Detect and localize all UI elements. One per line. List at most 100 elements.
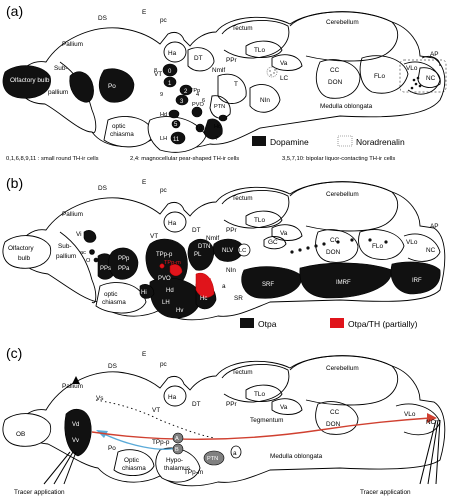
panel-b-label-don: DON (326, 249, 341, 256)
panel-a-label-pvo: PVO (192, 102, 204, 108)
panel-b-label-o: O (86, 258, 91, 264)
panel-c-label-dt: DT (192, 401, 201, 408)
panel-b-tectum-outline (221, 190, 290, 229)
panel-b-olfactory-bulb (2, 235, 52, 269)
panel-b-label-dtn: DTN (198, 244, 210, 250)
panel-b-flo (358, 229, 405, 260)
panel-b-ac-dot (89, 249, 95, 255)
panel-a-tlo (245, 40, 283, 58)
panel-a-caption-1: 0,1,6,8,9,11 : small round TH-ir cells (6, 156, 99, 162)
panel-c-label-ppr: PPr (226, 401, 238, 408)
panel-b-lc (237, 243, 251, 257)
panel-b-label-pvo: PVO (158, 276, 171, 282)
panel-a-label-ha: Ha (168, 50, 177, 57)
panel-c-cerebellum-outline (289, 355, 399, 406)
panel-b-label-a: a (222, 283, 226, 290)
panel-a-cell-7a (191, 106, 203, 118)
panel-b-label-chiasma: chiasma (102, 299, 126, 306)
panel-c-label-vlo: VLo (404, 411, 416, 418)
panel-a-label-t: T (234, 81, 238, 88)
panel-b-srf (241, 266, 303, 299)
panel-c-label-medulla: Medulla oblongata (270, 453, 323, 460)
panel-c-label-ha: Ha (168, 394, 177, 401)
panel-a-label-vlo: VLo (406, 65, 418, 72)
panel-b-vi (83, 230, 97, 243)
panel-a-num-7: 7 (215, 136, 218, 142)
panel-a-lc-stipple (266, 66, 278, 78)
panel-b-label-imrf: IMRF (336, 280, 351, 286)
panel-b-label-nc: NC (426, 247, 436, 254)
panel-a-pallium-division (59, 61, 97, 134)
panel-b-label-tpp: TPp-p (156, 252, 173, 258)
panel-b: (b) (2, 175, 446, 329)
panel-a-nin-region (249, 84, 281, 113)
panel-c-vd-vv (64, 408, 92, 457)
panel-b-label-optic: optic (104, 291, 118, 298)
panel-b-label-sub: Sub- (58, 243, 72, 250)
panel-a-label-e: E (142, 9, 146, 16)
panel-a-cc-don (316, 59, 361, 99)
panel-a-cell-11 (170, 131, 186, 145)
panel-b-label-ha: Ha (168, 220, 177, 227)
panel-b-tpm-red (169, 264, 183, 276)
panel-c-label-tlo: TLo (254, 391, 265, 398)
panel-a: (a) (2, 3, 447, 162)
panel-b-pl-dtn (187, 238, 215, 271)
panel-b-ha (163, 211, 187, 233)
panel-c-label-ob: OB (16, 431, 25, 438)
panel-a-cell-10 (195, 123, 205, 133)
panel-a-ptn-region (209, 95, 231, 119)
panel-c-tracer-right-lines (419, 419, 441, 485)
panel-b-cerebellum-outline (289, 181, 399, 232)
panel-b-ptn-red (195, 272, 215, 298)
panel-a-legend-dopamine-swatch (252, 136, 266, 146)
panel-b-label-pl: PL (194, 252, 202, 258)
panel-c-marker-b-circle (172, 443, 184, 455)
panel-c-label-tectum: Tectum (232, 369, 253, 376)
panel-a-caption-2: 2,4: magnocellular pear-shaped TH-ir cel… (130, 156, 239, 162)
panel-b-label-cerebellum: Cerebellum (326, 191, 359, 198)
panel-a-ha (163, 41, 187, 63)
panel-a-num-3: 3 (180, 99, 184, 105)
panel-c-label-pallium: Pallium (62, 383, 83, 390)
panel-b-label-hc: Hc (200, 296, 207, 302)
panel-a-num-1: 1 (168, 81, 172, 87)
panel-b-va (271, 224, 303, 241)
panel-b-label-olfactory: Olfactory (8, 245, 34, 252)
panel-b-legend-otpa-th-swatch (330, 318, 344, 328)
panel-a-label-pallium2: pallium (48, 89, 68, 96)
panel-a-subpallium-group (69, 71, 94, 103)
panel-a-tag: (a) (6, 3, 23, 19)
panel-a-num-5: 5 (174, 122, 178, 128)
panel-b-label-pc: pc (160, 187, 168, 194)
panel-a-num-8: 8 (154, 68, 157, 74)
panel-b-label-pps: PPs (100, 266, 111, 272)
panel-c-label-vd: Vd (72, 422, 79, 428)
panel-c-label-a: a (233, 450, 237, 457)
panel-c-label-thalamus: thalamus (164, 465, 190, 472)
panel-c-label-nc: NC (426, 419, 436, 426)
panel-b-label-sr: SR (234, 295, 243, 302)
panel-a-po-group (98, 68, 135, 103)
panel-a-tectum-outline (221, 20, 290, 59)
panel-a-t-region (217, 73, 247, 104)
panel-a-num-6: 6 (202, 98, 205, 104)
panel-a-hc-group (203, 118, 223, 140)
panel-b-dot-chain (290, 238, 388, 254)
panel-c-label-ptn: PTN (207, 456, 218, 462)
panel-a-label-ptn: PTN (214, 104, 225, 110)
panel-b-cc-don (315, 229, 359, 263)
panel-c-tlo (245, 384, 283, 402)
panel-b-label-pallium: Pallium (62, 211, 83, 218)
panel-a-num-10: 10 (196, 126, 202, 132)
panel-c-tracer-left-lines (43, 451, 77, 485)
panel-a-label-nmlf: Nmlf (212, 67, 225, 74)
panel-b-label-nmlf: Nmlf (206, 235, 219, 242)
panel-b-label-tpm: TPp-m (164, 260, 181, 266)
panel-c-up-arrowhead (72, 376, 80, 384)
panel-b-label-tectum: Tectum (232, 195, 253, 202)
panel-a-label-dt: DT (194, 55, 203, 62)
panel-a-label-olfactory-bulb: Olfactory bulb (10, 77, 50, 84)
panel-b-label-gc: GC (268, 239, 278, 246)
